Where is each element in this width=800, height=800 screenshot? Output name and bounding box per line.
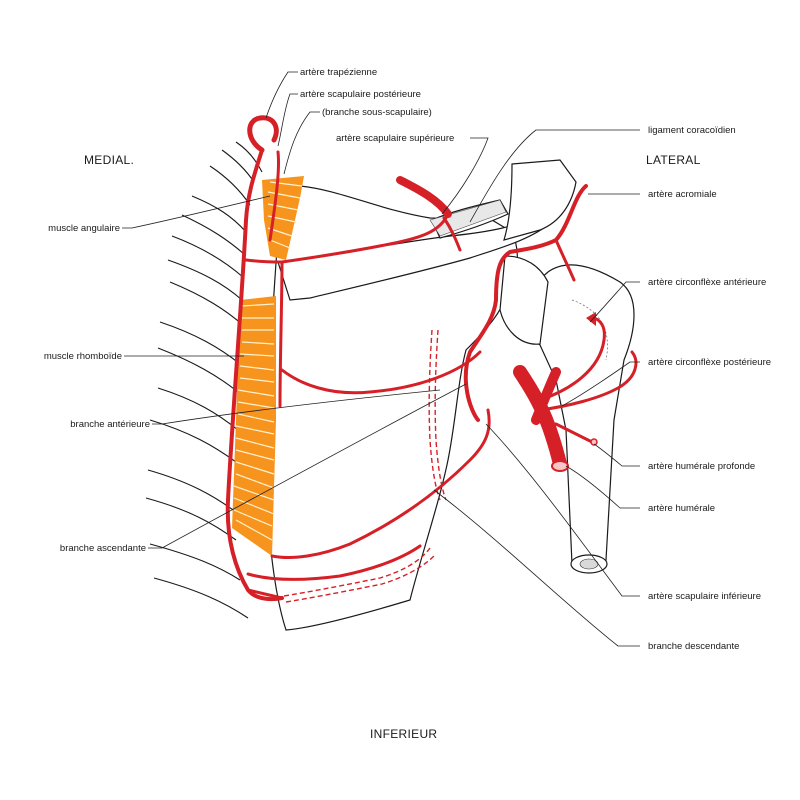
artery-medial-connector-2 <box>278 260 284 408</box>
labels: artère trapézienne artère scapulaire pos… <box>44 67 771 652</box>
glenoid-neck <box>499 255 549 345</box>
label-branche-anterieure: branche antérieure <box>70 419 150 430</box>
muscles <box>232 176 304 556</box>
artere-scapulaire-superieure-vessel <box>396 176 452 218</box>
leader-branche-ascendante <box>148 383 467 549</box>
artery-infraspinous-loop <box>280 350 482 395</box>
muscle-angulaire-fibers <box>267 181 303 249</box>
label-artere-scapulaire-inferieure: artère scapulaire inférieure <box>648 591 761 602</box>
rib-6 <box>171 235 245 279</box>
direction-lateral: LATERAL <box>646 153 701 167</box>
leader-artere-scapulaire-superieure <box>441 137 489 215</box>
direction-labels: MEDIAL. LATERAL INFERIEUR <box>84 153 701 741</box>
leader-circonflexe-posterieure <box>561 361 640 407</box>
rib-2 <box>221 149 255 183</box>
artery-medial-connector-1 <box>244 258 284 264</box>
artere-humerale-vessel <box>513 365 567 471</box>
artere-acromiale-vessel <box>463 184 588 422</box>
label-artere-circonflexe-anterieure: artère circonflèxe antérieure <box>648 277 766 288</box>
branche-sous-scapulaire-vessel <box>268 150 281 242</box>
direction-medial: MEDIAL. <box>84 153 134 167</box>
acromion <box>503 159 577 241</box>
rib-5 <box>181 214 245 255</box>
label-branche-descendante: branche descendante <box>648 641 739 652</box>
branche-descendante-dashed-2 <box>434 329 447 501</box>
direction-inferior: INFERIEUR <box>370 727 437 741</box>
label-artere-scapulaire-superieure: artère scapulaire supérieure <box>336 133 454 144</box>
label-ligament-coracoidien: ligament coracoïdien <box>648 125 736 136</box>
rib-7 <box>167 259 243 301</box>
artere-circonflexe-anterieure-vessel <box>538 316 606 402</box>
leader-circonflexe-anterieure <box>589 281 640 323</box>
rib-16 <box>153 577 249 619</box>
rib-8 <box>169 281 245 327</box>
label-muscle-rhomboide: muscle rhomboïde <box>44 351 122 362</box>
rib-13 <box>147 469 237 513</box>
rib-15 <box>149 543 241 581</box>
branche-descendante-dashed-1 <box>428 329 441 501</box>
leader-humerale-profonde <box>593 443 640 467</box>
leader-muscle-angulaire <box>122 195 271 229</box>
inferior-dashed-2 <box>285 555 435 603</box>
leader-artere-humerale <box>565 465 640 509</box>
rib-14 <box>145 497 237 541</box>
label-artere-acromiale: artère acromiale <box>648 189 717 200</box>
acromial-branch-humeral <box>554 238 576 282</box>
arteries <box>225 115 638 603</box>
label-branche-ascendante: branche ascendante <box>60 543 146 554</box>
rib-9 <box>159 321 241 365</box>
suprascapular-descending <box>442 216 462 252</box>
leader-scapulaire-inferieure <box>485 423 640 597</box>
rib-12 <box>149 419 237 463</box>
label-artere-humerale-profonde: artère humérale profonde <box>648 461 755 472</box>
leader-lines <box>122 71 640 647</box>
artery-inferior-angle <box>246 588 284 600</box>
artere-trapezienne-vessel <box>247 115 279 153</box>
deep-brachial-end <box>590 438 598 446</box>
rib-1 <box>235 141 263 173</box>
leader-branche-anterieure <box>152 389 441 425</box>
label-artere-humerale: artère humérale <box>648 503 715 514</box>
humerus-head-outline <box>571 299 608 361</box>
artere-humerale-profonde-vessel <box>554 422 594 444</box>
scapula <box>265 159 577 631</box>
label-artere-scapulaire-posterieure: artère scapulaire postérieure <box>300 89 421 100</box>
leader-artere-scapulaire-posterieure <box>277 93 298 147</box>
leader-branche-descendante <box>433 489 640 647</box>
label-artere-trapezienne: artère trapézienne <box>300 67 377 78</box>
label-branche-sous-scapulaire: (branche sous-scapulaire) <box>322 107 432 118</box>
label-muscle-angulaire: muscle angulaire <box>48 223 120 234</box>
inferior-dashed-1 <box>283 547 431 597</box>
rib-4 <box>191 195 247 233</box>
leader-artere-trapezienne <box>265 71 298 119</box>
circumflex-arrowhead <box>586 312 596 326</box>
artere-circonflexe-posterieure-vessel <box>538 350 638 412</box>
artery-lower-loop <box>270 408 491 559</box>
artery-inferior-border <box>246 544 422 581</box>
rib-11 <box>157 387 239 431</box>
rib-3 <box>209 165 251 206</box>
humeral-artery-cut <box>551 460 569 472</box>
label-artere-circonflexe-posterieure: artère circonflèxe postérieure <box>648 357 771 368</box>
leader-ligament-coracoidien <box>469 129 640 223</box>
rib-10 <box>157 347 239 393</box>
leader-branche-sous-scapulaire <box>283 111 320 175</box>
muscle-rhomboide-shape <box>232 296 276 556</box>
muscle-rhomboide-fibers <box>233 303 275 541</box>
suprascapular-continuation <box>280 212 450 264</box>
